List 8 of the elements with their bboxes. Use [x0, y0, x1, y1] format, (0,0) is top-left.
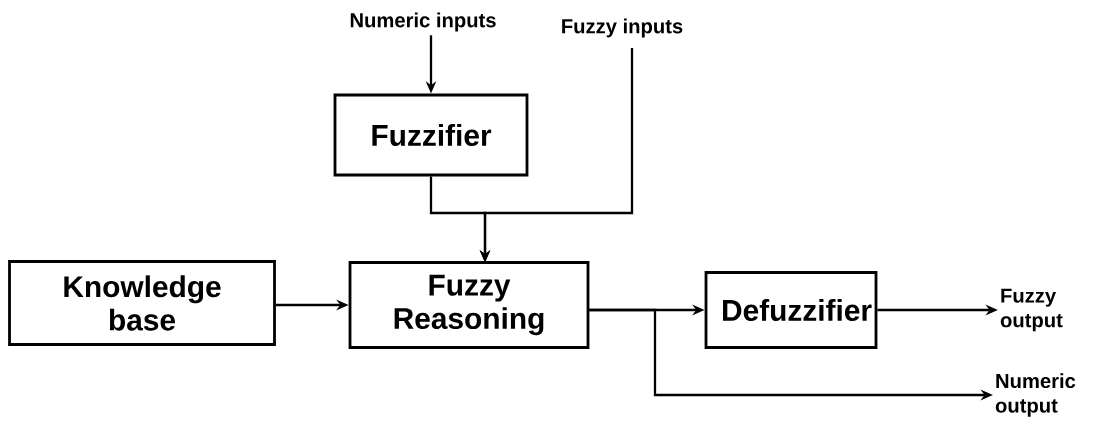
output-label: Fuzzy output: [1000, 288, 1063, 332]
output-label: Numeric output: [995, 373, 1076, 417]
input-label: Numeric inputs: [350, 12, 496, 32]
process-box: Fuzzy Reasoning: [348, 261, 590, 349]
input-label: Fuzzy inputs: [562, 18, 683, 38]
process-box: Fuzzifier: [333, 93, 529, 177]
process-box: Knowledge base: [8, 260, 276, 346]
process-box: Defuzzifier: [704, 271, 878, 349]
